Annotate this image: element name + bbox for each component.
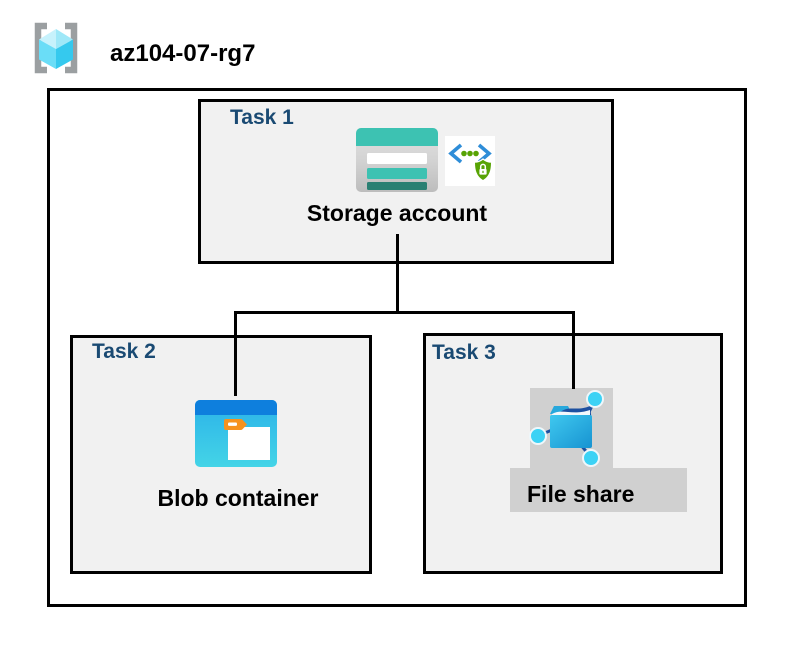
resource-group-title: az104-07-rg7 <box>110 40 256 67</box>
blob-container-label: Blob container <box>157 485 319 511</box>
task1-label: Task 1 <box>230 106 294 129</box>
storage-account-label: Storage account <box>306 200 488 226</box>
resource-group-icon <box>34 22 78 74</box>
file-share-label: File share <box>527 481 635 507</box>
connector-to-blob <box>234 311 237 396</box>
storage-account-icon <box>356 128 438 192</box>
file-share-label-background <box>510 468 687 512</box>
blob-container-icon <box>195 400 277 467</box>
connector-to-fileshare <box>572 311 575 389</box>
file-share-icon <box>529 390 604 467</box>
secure-endpoint-icon <box>445 136 495 186</box>
connector-horizontal <box>234 311 575 314</box>
task2-label: Task 2 <box>92 340 156 363</box>
task3-label: Task 3 <box>432 341 496 364</box>
connector-storage-down <box>396 234 399 314</box>
